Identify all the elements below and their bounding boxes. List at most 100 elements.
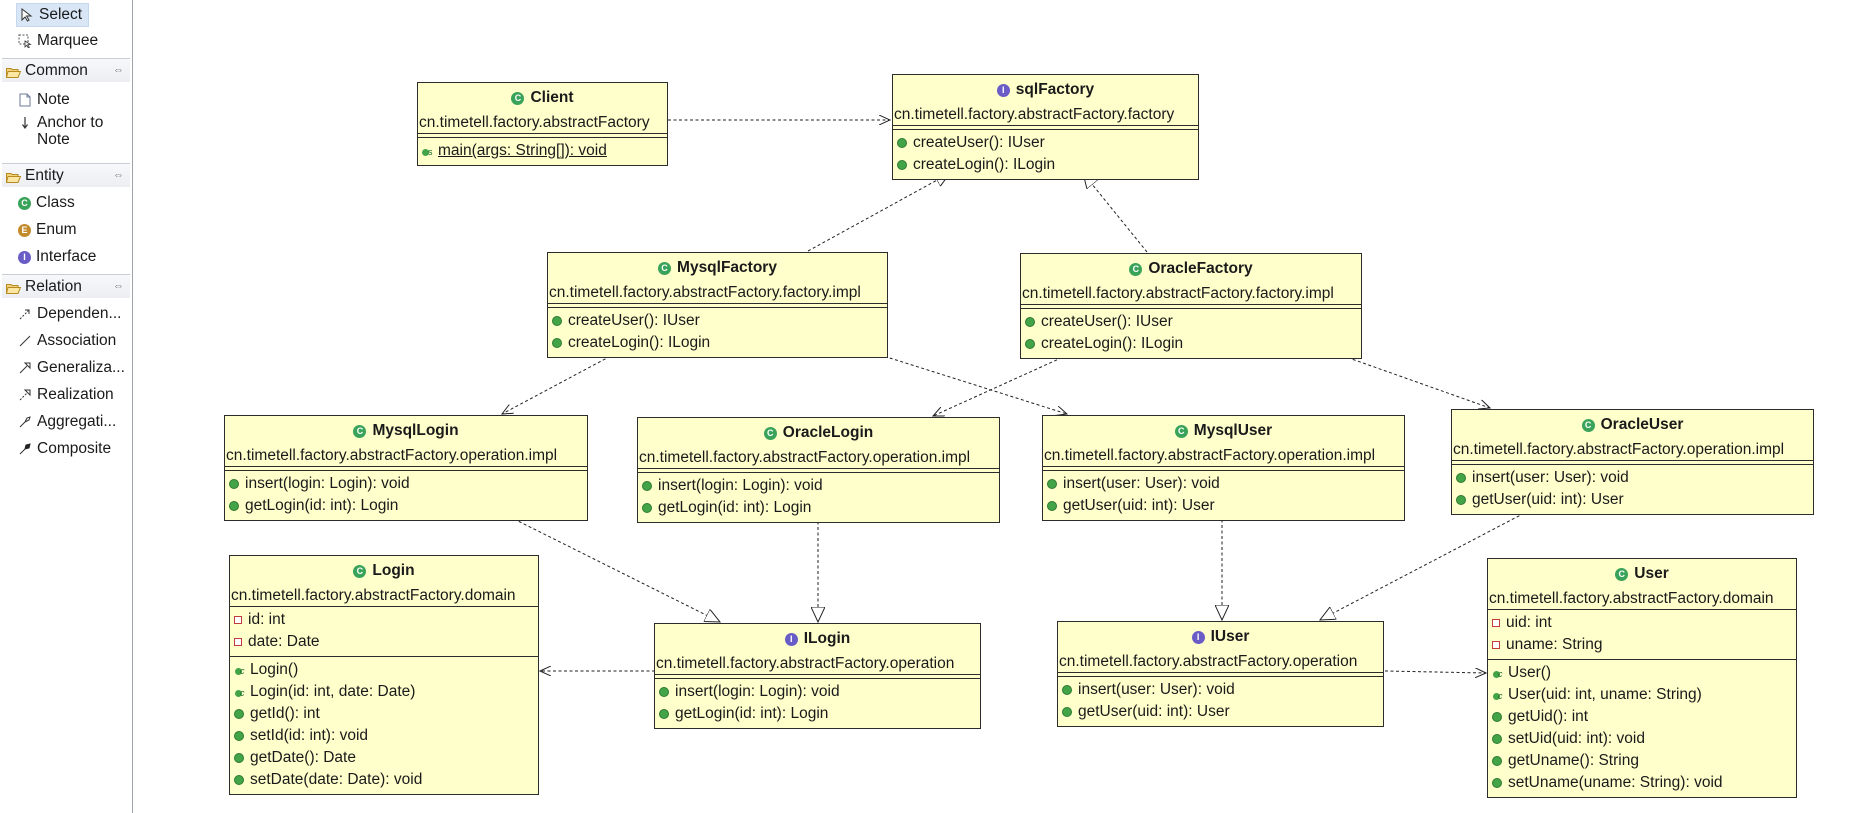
method-row[interactable]: main(args: String[]): void — [418, 140, 667, 163]
public-method-icon — [552, 338, 562, 348]
palette-item-interface[interactable]: I Interface — [18, 246, 96, 268]
method-row[interactable]: setUname(uname: String): void — [1488, 772, 1796, 794]
method-row[interactable]: getLogin(id: int): Login — [225, 495, 587, 517]
palette-item-aggregation[interactable]: Aggregati... — [18, 411, 116, 433]
method-row[interactable]: setUid(uid: int): void — [1488, 728, 1796, 750]
public-method-icon — [1025, 317, 1035, 327]
dep-mysqlfactory-mysqluser[interactable] — [873, 352, 1067, 414]
public-method-icon — [1047, 479, 1057, 489]
method-row[interactable]: createLogin(): ILogin — [1021, 333, 1361, 355]
dep-oraclefactory-oracleuser[interactable] — [1331, 351, 1490, 408]
field-row[interactable]: date: Date — [230, 631, 538, 653]
class-name: OracleUser — [1600, 416, 1684, 433]
method-row[interactable]: getUser(uid: int): User — [1452, 489, 1813, 511]
field-row[interactable]: uid: int — [1488, 612, 1796, 634]
folder-open-icon — [5, 281, 22, 294]
palette-item-class[interactable]: C Class — [18, 192, 75, 214]
palette-group-entity[interactable]: Entity ⇔ — [2, 163, 130, 187]
public-method-icon — [1456, 473, 1466, 483]
palette-group-common[interactable]: Common ⇔ — [2, 58, 130, 82]
method-row[interactable]: insert(login: Login): void — [655, 681, 980, 703]
package-label: cn.timetell.factory.abstractFactory.oper… — [1043, 446, 1404, 467]
tool-palette: Select Marquee Common ⇔ Note Anchor to N… — [0, 0, 133, 813]
palette-item-anchor-to-note[interactable]: Anchor to Note — [18, 114, 117, 154]
package-label: cn.timetell.factory.abstractFactory.fact… — [1021, 284, 1361, 305]
palette-tool-marquee[interactable]: Marquee — [18, 30, 98, 52]
dep-iuser-user[interactable] — [1384, 671, 1486, 673]
class-name: User — [1634, 565, 1669, 582]
palette-tool-label: Marquee — [37, 32, 99, 49]
method-row[interactable]: getLogin(id: int): Login — [638, 497, 999, 519]
method-row[interactable]: insert(login: Login): void — [225, 473, 587, 495]
class-icon: C — [1129, 262, 1143, 276]
fields-section: id: int date: Date — [230, 607, 538, 656]
palette-item-generalization[interactable]: Generaliza... — [18, 357, 125, 379]
palette-item-dependency[interactable]: Dependen... — [18, 303, 121, 325]
field-row[interactable]: id: int — [230, 609, 538, 631]
method-row[interactable]: getUser(uid: int): User — [1043, 495, 1404, 517]
method-row[interactable]: createLogin(): ILogin — [548, 332, 887, 354]
method-row[interactable]: insert(user: User): void — [1043, 473, 1404, 495]
palette-item-note[interactable]: Note — [18, 89, 70, 111]
method-row[interactable]: createLogin(): ILogin — [893, 154, 1198, 176]
methods-section: createUser(): IUser createLogin(): ILogi… — [548, 307, 887, 357]
collapse-icon[interactable]: ⇔ — [113, 64, 124, 76]
constructor-row[interactable]: User(uid: int, uname: String) — [1488, 684, 1796, 707]
palette-item-composite[interactable]: Composite — [18, 438, 111, 460]
real-mysqlfactory-sqlfactory[interactable] — [807, 173, 950, 252]
method-row[interactable]: createUser(): IUser — [893, 132, 1198, 154]
palette-group-relation[interactable]: Relation ⇔ — [2, 274, 130, 298]
constructor-icon — [234, 682, 245, 704]
method-row[interactable]: getUid(): int — [1488, 706, 1796, 728]
marquee-icon — [18, 34, 32, 48]
palette-tool-select[interactable]: Select — [16, 3, 90, 27]
constructor-row[interactable]: Login() — [230, 659, 538, 682]
method-row[interactable]: getUser(uid: int): User — [1058, 701, 1383, 723]
constructor-row[interactable]: User() — [1488, 662, 1796, 685]
palette-item-enum[interactable]: E Enum — [18, 219, 77, 241]
public-method-icon — [234, 709, 244, 719]
method-row[interactable]: insert(user: User): void — [1452, 467, 1813, 489]
method-row[interactable]: getUname(): String — [1488, 750, 1796, 772]
public-method-icon — [234, 775, 244, 785]
palette-item-realization[interactable]: Realization — [18, 384, 114, 406]
method-row[interactable]: getLogin(id: int): Login — [655, 703, 980, 725]
real-mysqllogin-ilogin[interactable] — [503, 513, 720, 622]
methods-section: insert(user: User): void getUser(uid: in… — [1043, 470, 1404, 520]
real-oraclefactory-sqlfactory[interactable] — [1083, 173, 1148, 253]
palette-item-label: Enum — [36, 221, 77, 238]
public-method-icon — [552, 316, 562, 326]
dep-oraclefactory-oraclelogin[interactable] — [933, 352, 1073, 416]
constructor-row[interactable]: Login(id: int, date: Date) — [230, 681, 538, 704]
method-row[interactable]: insert(user: User): void — [1058, 679, 1383, 701]
dep-mysqlfactory-mysqllogin[interactable] — [502, 350, 621, 414]
method-row[interactable]: setId(id: int): void — [230, 725, 538, 747]
method-row[interactable]: setDate(date: Date): void — [230, 769, 538, 791]
fields-section: uid: int uname: String — [1488, 610, 1796, 659]
collapse-icon[interactable]: ⇔ — [113, 280, 124, 292]
note-icon — [18, 93, 32, 107]
palette-item-association[interactable]: Association — [18, 330, 116, 352]
method-row[interactable]: insert(login: Login): void — [638, 475, 999, 497]
private-field-icon — [234, 616, 242, 624]
real-oracleuser-iuser[interactable] — [1320, 507, 1535, 620]
field-row[interactable]: uname: String — [1488, 634, 1796, 656]
public-method-icon — [1492, 734, 1502, 744]
method-row[interactable]: getId(): int — [230, 703, 538, 725]
method-row[interactable]: createUser(): IUser — [548, 310, 887, 332]
method-row[interactable]: getDate(): Date — [230, 747, 538, 769]
method-row[interactable]: createUser(): IUser — [1021, 311, 1361, 333]
collapse-icon[interactable]: ⇔ — [113, 169, 124, 181]
